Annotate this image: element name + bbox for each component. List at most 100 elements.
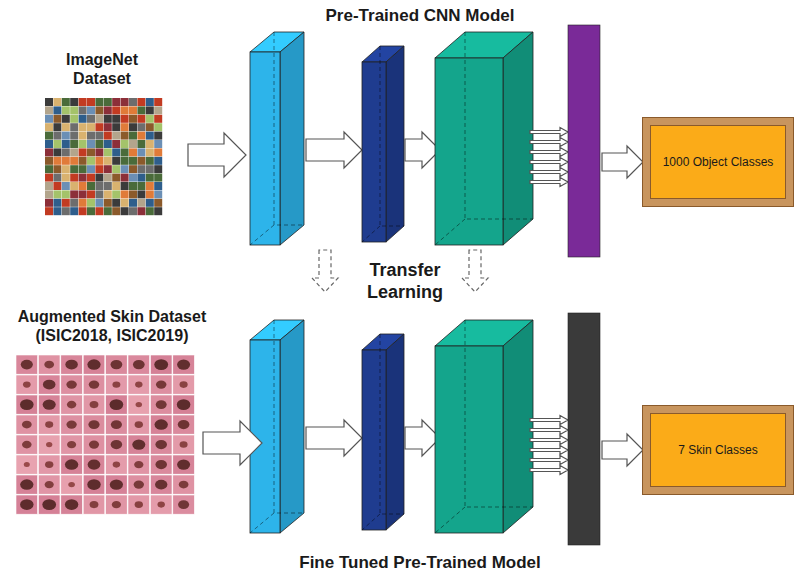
skin-background <box>128 415 150 434</box>
skin-background <box>173 375 195 394</box>
image-tile <box>53 182 61 190</box>
skin-tile <box>106 375 128 394</box>
image-tile <box>104 165 112 173</box>
image-tile <box>154 207 162 215</box>
image-tile <box>62 106 70 114</box>
skin-tile <box>61 375 83 394</box>
lesion <box>177 359 190 369</box>
image-tile <box>137 106 145 114</box>
lesion <box>65 459 78 470</box>
image-tile <box>154 132 162 140</box>
image-tile <box>121 207 129 215</box>
skin-tile <box>38 415 60 434</box>
image-tile <box>53 132 61 140</box>
lesion <box>65 360 78 370</box>
image-tile <box>121 199 129 207</box>
image-tile <box>129 148 137 156</box>
image-tile <box>53 207 61 215</box>
image-tile <box>121 174 129 182</box>
image-tile <box>45 182 53 190</box>
image-tile <box>70 98 78 106</box>
lesion <box>113 462 120 468</box>
image-tile <box>112 98 120 106</box>
skin-tile <box>173 455 195 474</box>
lesion <box>46 442 52 447</box>
skin-background <box>106 455 128 474</box>
image-tile <box>53 165 61 173</box>
lesion <box>134 461 143 468</box>
image-tile <box>70 199 78 207</box>
image-tile <box>53 190 61 198</box>
lesion <box>177 459 190 469</box>
skin-tile <box>173 375 195 394</box>
image-tile <box>104 199 112 207</box>
image-tile <box>95 165 103 173</box>
skin-background <box>173 495 195 514</box>
image-tile <box>112 190 120 198</box>
image-tile <box>87 115 95 123</box>
image-tile <box>45 148 53 156</box>
image-tile <box>121 106 129 114</box>
layer-front <box>362 62 386 242</box>
skin-tile <box>83 435 105 454</box>
image-tile <box>137 157 145 165</box>
image-tile <box>45 207 53 215</box>
imagenet-mosaic <box>45 98 162 215</box>
skin-tile <box>150 455 172 474</box>
skin-tile <box>128 375 150 394</box>
image-tile <box>87 148 95 156</box>
skin-background <box>106 395 128 414</box>
image-tile <box>95 123 103 131</box>
image-tile <box>146 207 154 215</box>
flow-arrow <box>306 420 362 456</box>
image-tile <box>87 132 95 140</box>
skin-tile <box>83 475 105 494</box>
image-tile <box>146 148 154 156</box>
image-tile <box>104 98 112 106</box>
hidden-edge <box>435 507 465 533</box>
image-tile <box>129 174 137 182</box>
image-tile <box>70 157 78 165</box>
image-tile <box>121 115 129 123</box>
skin-background <box>106 475 128 494</box>
image-tile <box>95 115 103 123</box>
image-tile <box>154 165 162 173</box>
image-tile <box>121 182 129 190</box>
hidden-edge <box>274 320 304 513</box>
lesion <box>179 481 189 489</box>
hidden-edge <box>380 334 404 514</box>
image-tile <box>62 199 70 207</box>
skin-mosaic <box>16 355 194 514</box>
image-tile <box>121 157 129 165</box>
image-tile <box>154 148 162 156</box>
skin-tile <box>106 355 128 374</box>
image-tile <box>95 140 103 148</box>
image-tile <box>87 199 95 207</box>
flow-arrow <box>530 436 568 445</box>
image-tile <box>121 165 129 173</box>
image-tile <box>129 190 137 198</box>
lesion <box>112 381 120 387</box>
skin-tile <box>61 435 83 454</box>
image-tile <box>104 190 112 198</box>
image-tile <box>70 190 78 198</box>
skin-background <box>106 375 128 394</box>
image-tile <box>137 207 145 215</box>
lesion <box>68 482 75 487</box>
image-tile <box>95 148 103 156</box>
image-tile <box>137 98 145 106</box>
skin-background <box>150 455 172 474</box>
image-tile <box>87 174 95 182</box>
image-tile <box>95 157 103 165</box>
image-tile <box>104 115 112 123</box>
image-tile <box>129 199 137 207</box>
flow-arrow <box>530 158 568 167</box>
image-tile <box>79 199 87 207</box>
skin-tile <box>83 495 105 514</box>
image-tile <box>79 148 87 156</box>
lesion <box>154 359 168 370</box>
dataset-label: ImageNet Dataset <box>43 50 161 88</box>
skin-background <box>16 455 38 474</box>
lesion <box>20 499 34 510</box>
image-tile <box>87 106 95 114</box>
